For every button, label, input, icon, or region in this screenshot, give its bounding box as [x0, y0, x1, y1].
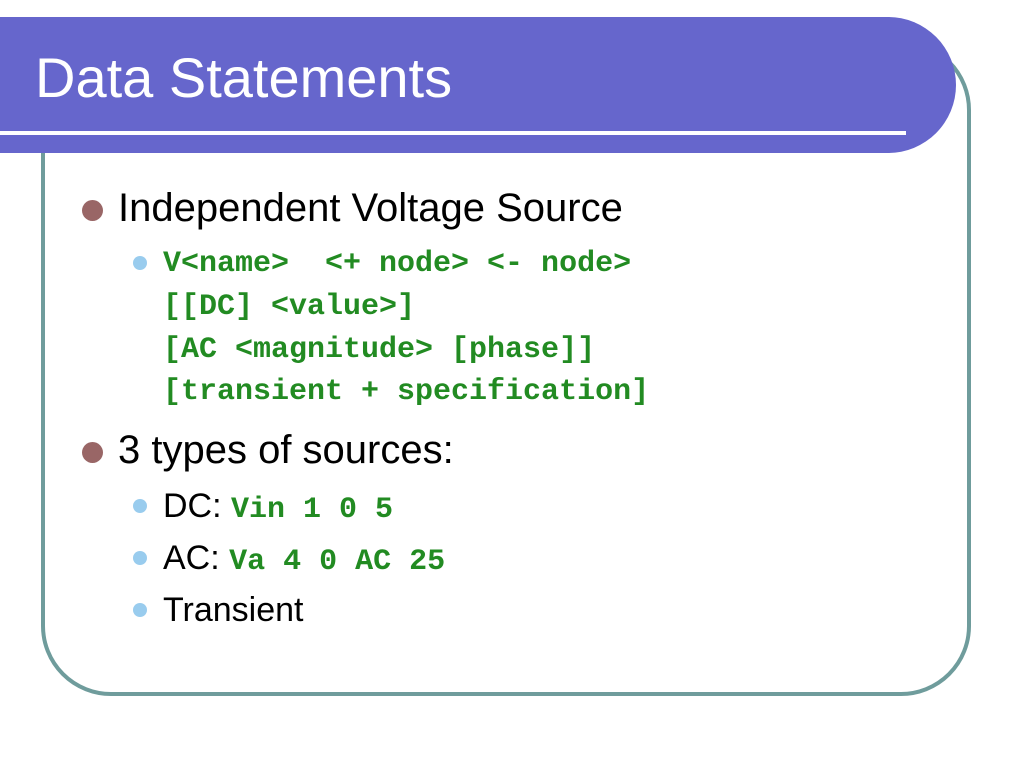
syntax-line-2: [[DC] <value>]	[163, 290, 416, 324]
bullet-independent-voltage-source: Independent Voltage Source	[118, 186, 623, 230]
title-banner	[0, 17, 956, 153]
sub-bullet-dot-icon	[133, 256, 147, 270]
bullet-dot-icon	[82, 200, 103, 221]
slide-title: Data Statements	[35, 46, 453, 109]
sub-bullet-ac: AC: Va 4 0 AC 25	[163, 537, 445, 583]
syntax-line-4: [transient + specification]	[163, 375, 650, 409]
syntax-line-3: [AC <magnitude> [phase]]	[163, 333, 596, 367]
dc-example-code: Vin 1 0 5	[231, 493, 394, 527]
ac-example-code: Va 4 0 AC 25	[229, 545, 446, 579]
sub-bullet-dc: DC: Vin 1 0 5	[163, 485, 393, 531]
sub-bullet-dot-icon	[133, 499, 147, 513]
bullet-types-of-sources: 3 types of sources:	[118, 428, 454, 472]
dc-label: DC:	[163, 487, 231, 525]
syntax-line-1: V<name> <+ node> <- node>	[163, 247, 632, 281]
title-underline-rule	[0, 131, 906, 135]
bullet-dot-icon	[82, 442, 103, 463]
sub-bullet-dot-icon	[133, 603, 147, 617]
sub-bullet-transient: Transient	[163, 591, 304, 629]
sub-bullet-dot-icon	[133, 551, 147, 565]
ac-label: AC:	[163, 539, 230, 577]
